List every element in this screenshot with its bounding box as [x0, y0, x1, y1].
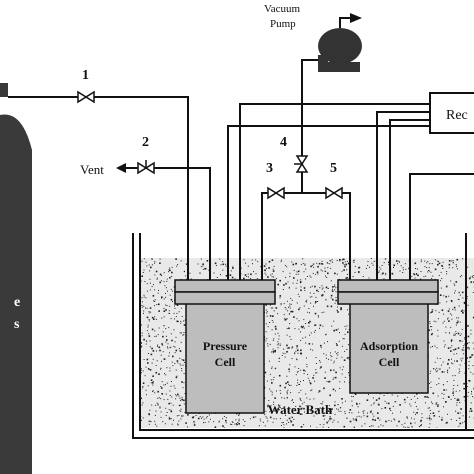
recorder-line-1	[227, 125, 430, 280]
valve-4-label: 4	[280, 135, 287, 150]
gas-cylinder-label-line1: e	[14, 295, 20, 310]
adsorption-cell	[337, 279, 439, 394]
valve-1-label: 1	[82, 68, 89, 83]
valve-2-label: 2	[142, 135, 149, 150]
vacuum-pump	[318, 13, 362, 72]
adsorption-cell-label-line2: Cell	[379, 355, 400, 369]
valve-2-symbol	[137, 160, 155, 175]
recorder-line-3	[376, 111, 430, 280]
water-bath-label: Water Bath	[268, 402, 333, 417]
manifold-line	[261, 192, 351, 280]
valve-5-label: 5	[330, 161, 337, 176]
valve-5-symbol	[325, 186, 343, 200]
water-bath-vessel	[132, 233, 474, 439]
recorder-line-4	[389, 119, 430, 280]
pressure-cell-label-line2: Cell	[215, 355, 236, 369]
vacuum-pump-label-line1: Vacuum	[264, 3, 300, 15]
recorder-line-5	[409, 173, 474, 280]
supply-line	[8, 96, 189, 280]
adsorption-cell-label-line1: Adsorption	[360, 339, 418, 353]
gas-cylinder-label-line2: s	[14, 317, 20, 332]
vacuum-pump-label-line2: Pump	[270, 18, 296, 30]
pressure-cell	[174, 279, 276, 414]
water-bath-inner-wall	[139, 233, 474, 431]
vent-label: Vent	[80, 162, 104, 177]
vent-arrowhead	[116, 163, 126, 173]
recorder-box	[429, 92, 474, 134]
recorder-label: Rec	[446, 108, 468, 123]
vacuum-line	[301, 59, 318, 193]
valve-3-symbol	[267, 186, 285, 200]
valve-3-label: 3	[266, 161, 273, 176]
recorder-line-2	[239, 103, 430, 280]
valve-4-symbol	[294, 155, 309, 173]
pressure-cell-label-line1: Pressure	[203, 339, 248, 353]
valve-1-symbol	[77, 90, 95, 104]
gas-cylinder: e s	[0, 83, 32, 474]
